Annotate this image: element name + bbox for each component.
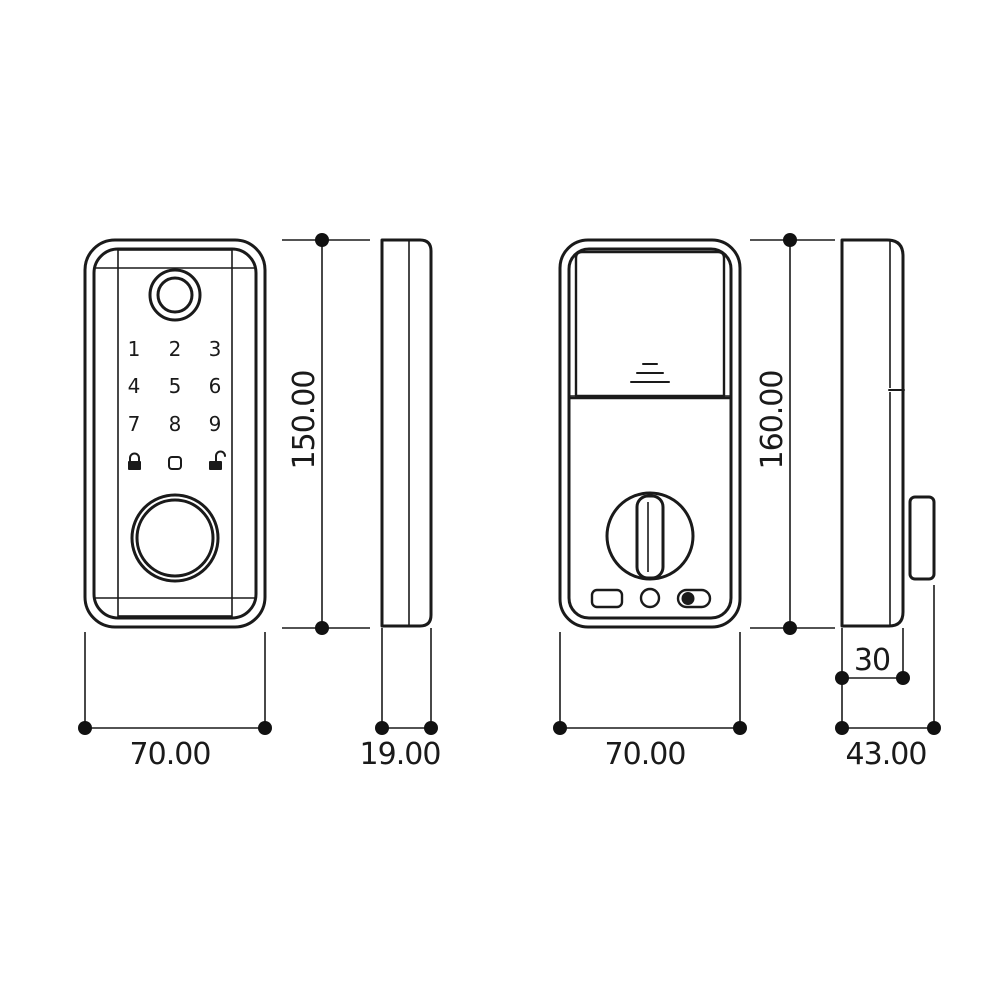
back-depth-label: 43.00 <box>846 737 927 772</box>
side-view-front-unit <box>380 238 433 628</box>
front-width-label: 70.00 <box>130 737 211 772</box>
keypad: 1 2 3 4 5 6 7 8 9 <box>128 337 226 471</box>
front-width-dimension: 70.00 <box>78 632 272 772</box>
key-9[interactable]: 9 <box>209 412 222 436</box>
unlock-icon[interactable] <box>209 450 226 471</box>
bolt-offset-label: 30 <box>854 643 890 678</box>
key-5[interactable]: 5 <box>169 374 182 398</box>
lock-icon[interactable] <box>128 452 141 471</box>
battery-cover-grip-icon[interactable] <box>630 363 670 383</box>
front-view: 1 2 3 4 5 6 7 8 9 <box>83 238 267 629</box>
back-width-dimension: 70.00 <box>553 632 747 772</box>
back-width-label: 70.00 <box>605 737 686 772</box>
key-6[interactable]: 6 <box>209 374 222 398</box>
indicator-led <box>639 587 661 609</box>
key-8[interactable]: 8 <box>169 412 182 436</box>
back-depth-dimension: 43.00 <box>835 585 941 772</box>
key-7[interactable]: 7 <box>128 412 141 436</box>
fingerprint-sensor[interactable] <box>148 268 202 322</box>
side-view-back-unit <box>840 238 936 628</box>
front-height-label: 150.00 <box>287 371 322 470</box>
mode-switch[interactable] <box>676 588 712 609</box>
thumb-turn[interactable] <box>605 491 695 581</box>
square-icon[interactable] <box>168 456 182 470</box>
key-3[interactable]: 3 <box>209 337 222 361</box>
back-height-label: 160.00 <box>755 371 790 470</box>
front-height-dimension: 150.00 <box>282 233 370 635</box>
back-height-dimension: 160.00 <box>750 233 835 635</box>
latch-bolt <box>908 495 936 581</box>
bolt-offset-dimension: 30 <box>835 628 910 728</box>
side-depth-dimension: 19.00 <box>360 628 441 772</box>
key-4[interactable]: 4 <box>128 374 141 398</box>
side-depth-label: 19.00 <box>360 737 441 772</box>
back-view <box>558 238 742 629</box>
key-2[interactable]: 2 <box>169 337 182 361</box>
reset-button[interactable] <box>590 588 624 609</box>
key-1[interactable]: 1 <box>128 337 141 361</box>
key-cylinder[interactable] <box>130 493 220 583</box>
